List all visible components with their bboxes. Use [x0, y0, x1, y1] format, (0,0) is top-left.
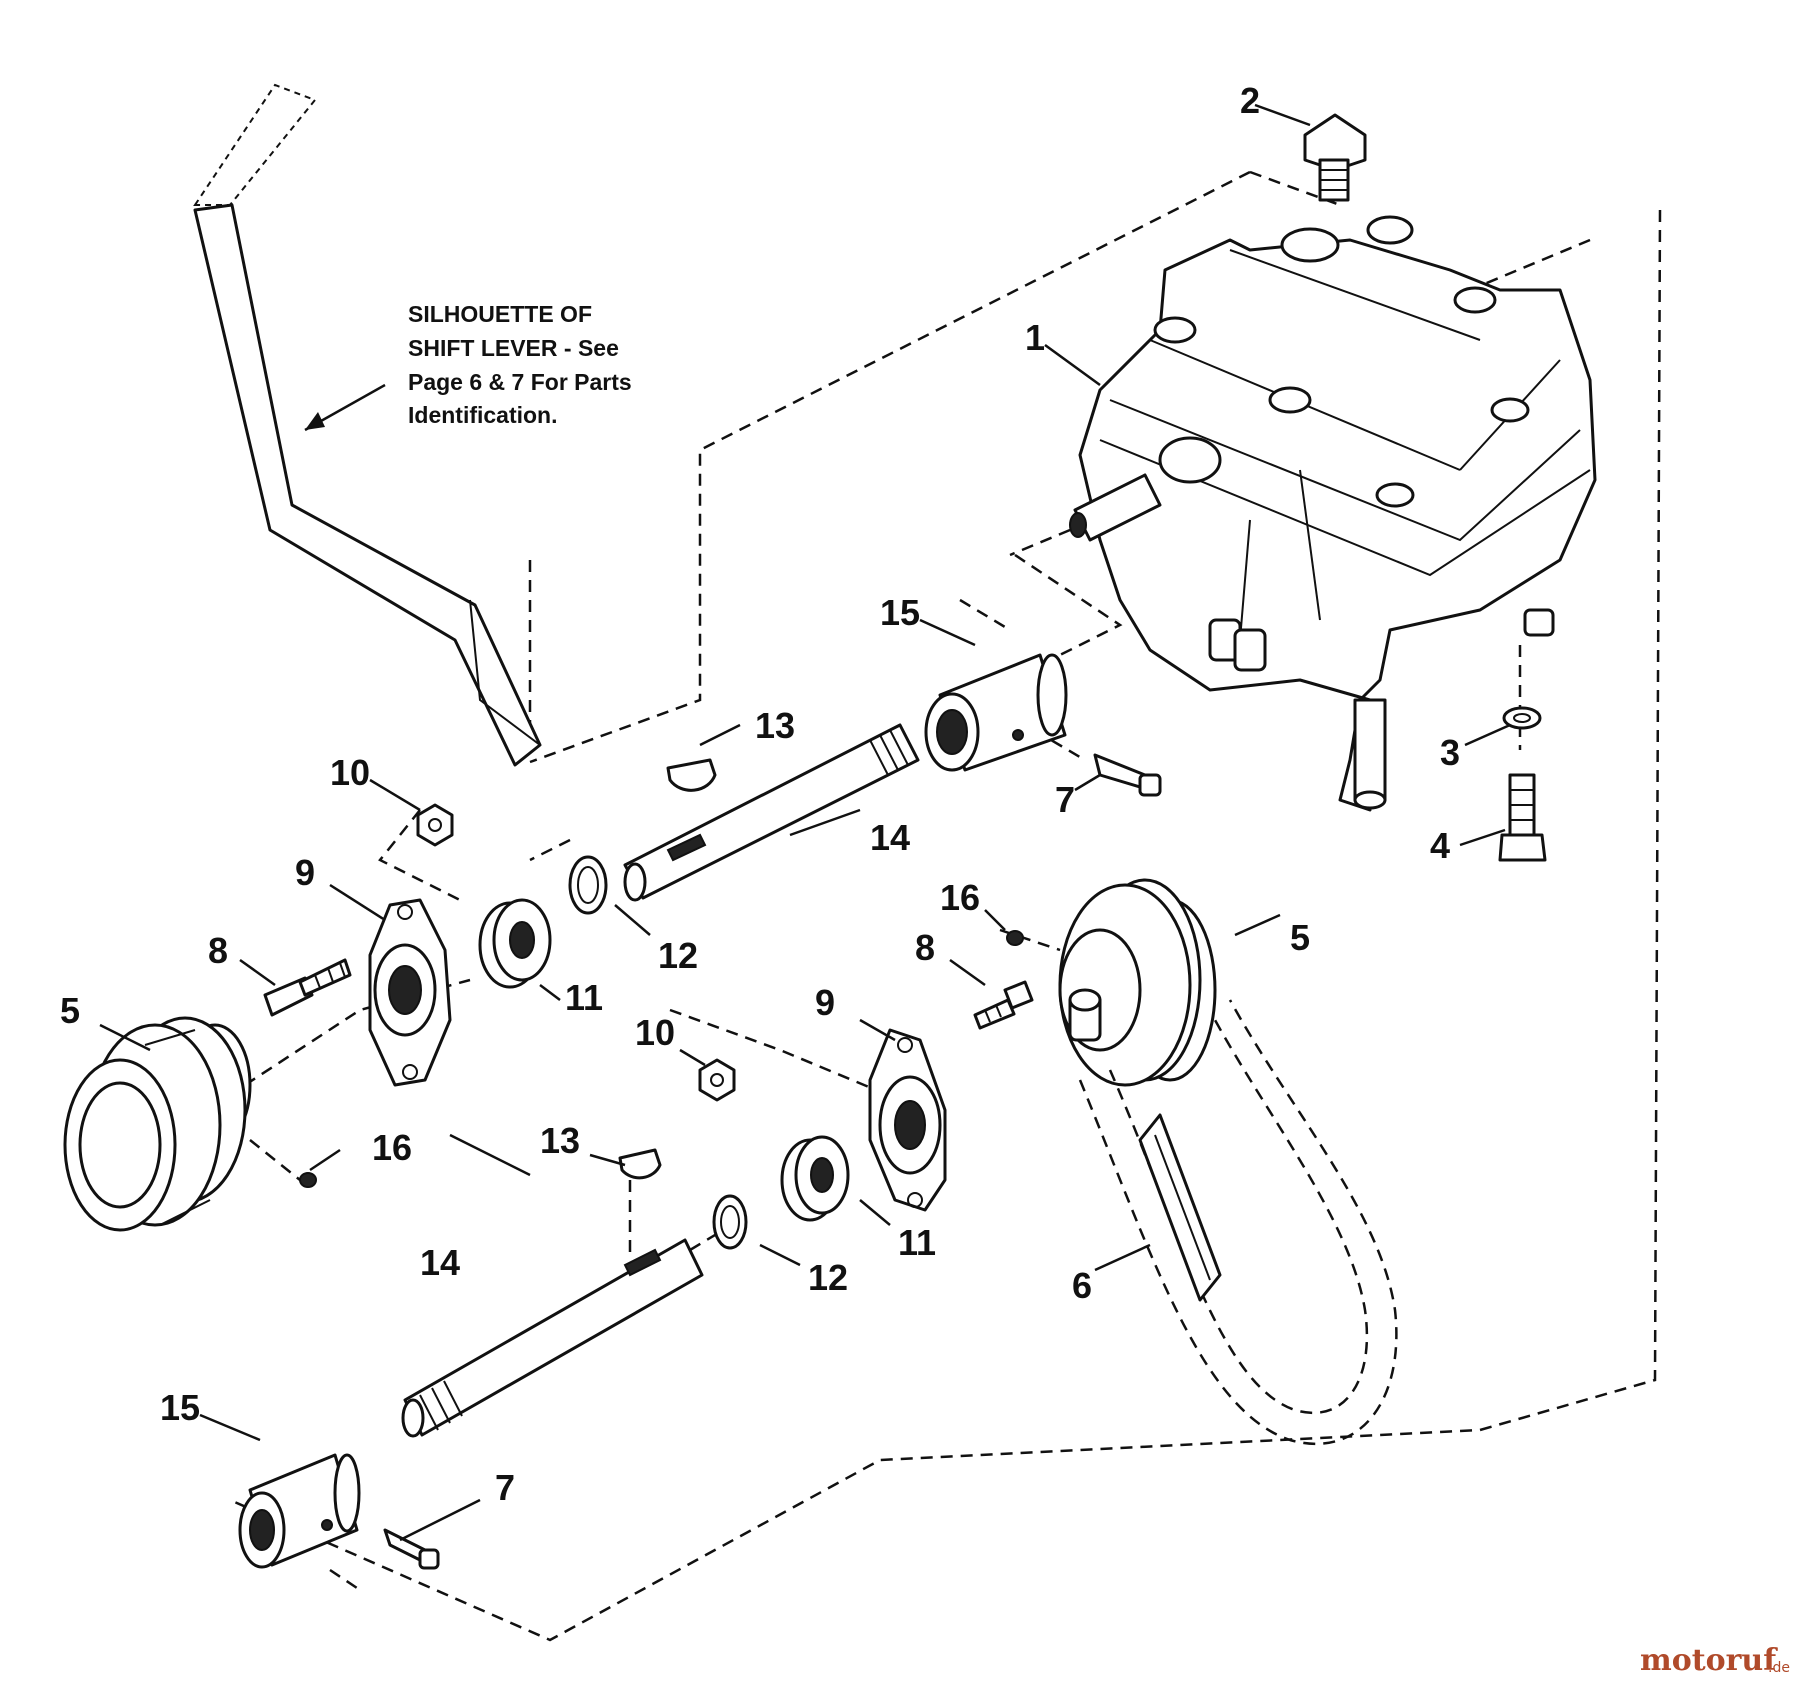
- hex-nut-lower: [698, 1058, 736, 1102]
- callout-13-upper: 13: [755, 705, 795, 746]
- callout-2: 2: [1240, 80, 1260, 121]
- grease-fitting-lower: [383, 1528, 440, 1570]
- note-line-4: Identification.: [408, 402, 558, 428]
- callout-6: 6: [1072, 1265, 1092, 1306]
- callout-12-lower: 12: [808, 1257, 848, 1298]
- pulley-right: [1058, 878, 1217, 1087]
- callout-15-lower: 15: [160, 1387, 200, 1428]
- transaxle-housing: [1069, 215, 1597, 812]
- callout-7-lower: 7: [495, 1467, 515, 1508]
- callout-3: 3: [1440, 732, 1460, 773]
- vent-plug: [1303, 113, 1367, 202]
- callout-10-lower: 10: [635, 1012, 675, 1053]
- watermark-name: motoruf: [1640, 1643, 1778, 1678]
- woodruff-key-upper: [666, 758, 717, 792]
- note-line-2: SHIFT LEVER - See: [408, 335, 619, 361]
- bearing-lower: [780, 1135, 850, 1222]
- retaining-ring-lower: [712, 1194, 748, 1250]
- carriage-bolt-lower: [973, 980, 1034, 1030]
- bearing-flange-lower: [868, 1028, 947, 1212]
- drive-belt: [1078, 999, 1398, 1446]
- grease-fitting-upper: [1093, 753, 1162, 797]
- note-arrowhead: [305, 412, 325, 430]
- shift-lever-silhouette: [193, 83, 542, 767]
- callout-10-upper: 10: [330, 752, 370, 793]
- callout-numbers: 2 1 3 4 5 5 6 7 7 8 8 9 9 10 10 11 11 12…: [60, 80, 1460, 1508]
- note-line-3: Page 6 & 7 For Parts: [408, 369, 632, 395]
- callout-14-upper: 14: [870, 817, 910, 858]
- hex-bolt-4: [1498, 773, 1547, 862]
- callout-15-upper: 15: [880, 592, 920, 633]
- callout-8-left: 8: [208, 930, 228, 971]
- callout-9-lower: 9: [815, 982, 835, 1023]
- callout-16-lower: 16: [372, 1127, 412, 1168]
- coupler-lower: [238, 1453, 361, 1569]
- woodruff-key-lower: [618, 1148, 662, 1180]
- pulley-left: [63, 1016, 252, 1232]
- callout-16-upper: 16: [940, 877, 980, 918]
- carriage-bolt-upper: [263, 958, 352, 1017]
- callout-12-upper: 12: [658, 935, 698, 976]
- callout-11-upper: 11: [565, 977, 603, 1018]
- shift-lever-note: SILHOUETTE OF SHIFT LEVER - See Page 6 &…: [408, 301, 632, 428]
- callout-11-lower: 11: [898, 1222, 936, 1263]
- callout-7-upper: 7: [1055, 779, 1075, 820]
- bearing-flange-upper: [368, 898, 452, 1087]
- callout-1: 1: [1025, 317, 1045, 358]
- callout-8-right: 8: [915, 927, 935, 968]
- callout-13-lower: 13: [540, 1120, 580, 1161]
- set-screw-upper: [1006, 930, 1024, 946]
- retaining-ring-upper: [568, 855, 608, 915]
- watermark-logo: motoruf .de: [1640, 1643, 1790, 1678]
- callout-9-upper: 9: [295, 852, 315, 893]
- axle-shaft-lower: [401, 1238, 704, 1438]
- leader-lines: [99, 103, 1511, 1542]
- hex-nut-upper: [416, 803, 454, 847]
- bearing-upper: [478, 898, 552, 989]
- axle-shaft-upper: [623, 723, 920, 902]
- coupler-upper: [924, 653, 1068, 772]
- callout-5-right: 5: [1290, 917, 1310, 958]
- callout-4: 4: [1430, 825, 1450, 866]
- note-line-1: SILHOUETTE OF: [408, 301, 592, 327]
- watermark-suffix: .de: [1768, 1660, 1790, 1676]
- callout-14-lower: 14: [420, 1242, 460, 1283]
- lock-washer: [1502, 706, 1542, 730]
- callout-5-left: 5: [60, 990, 80, 1031]
- set-screw-lower: [299, 1172, 317, 1188]
